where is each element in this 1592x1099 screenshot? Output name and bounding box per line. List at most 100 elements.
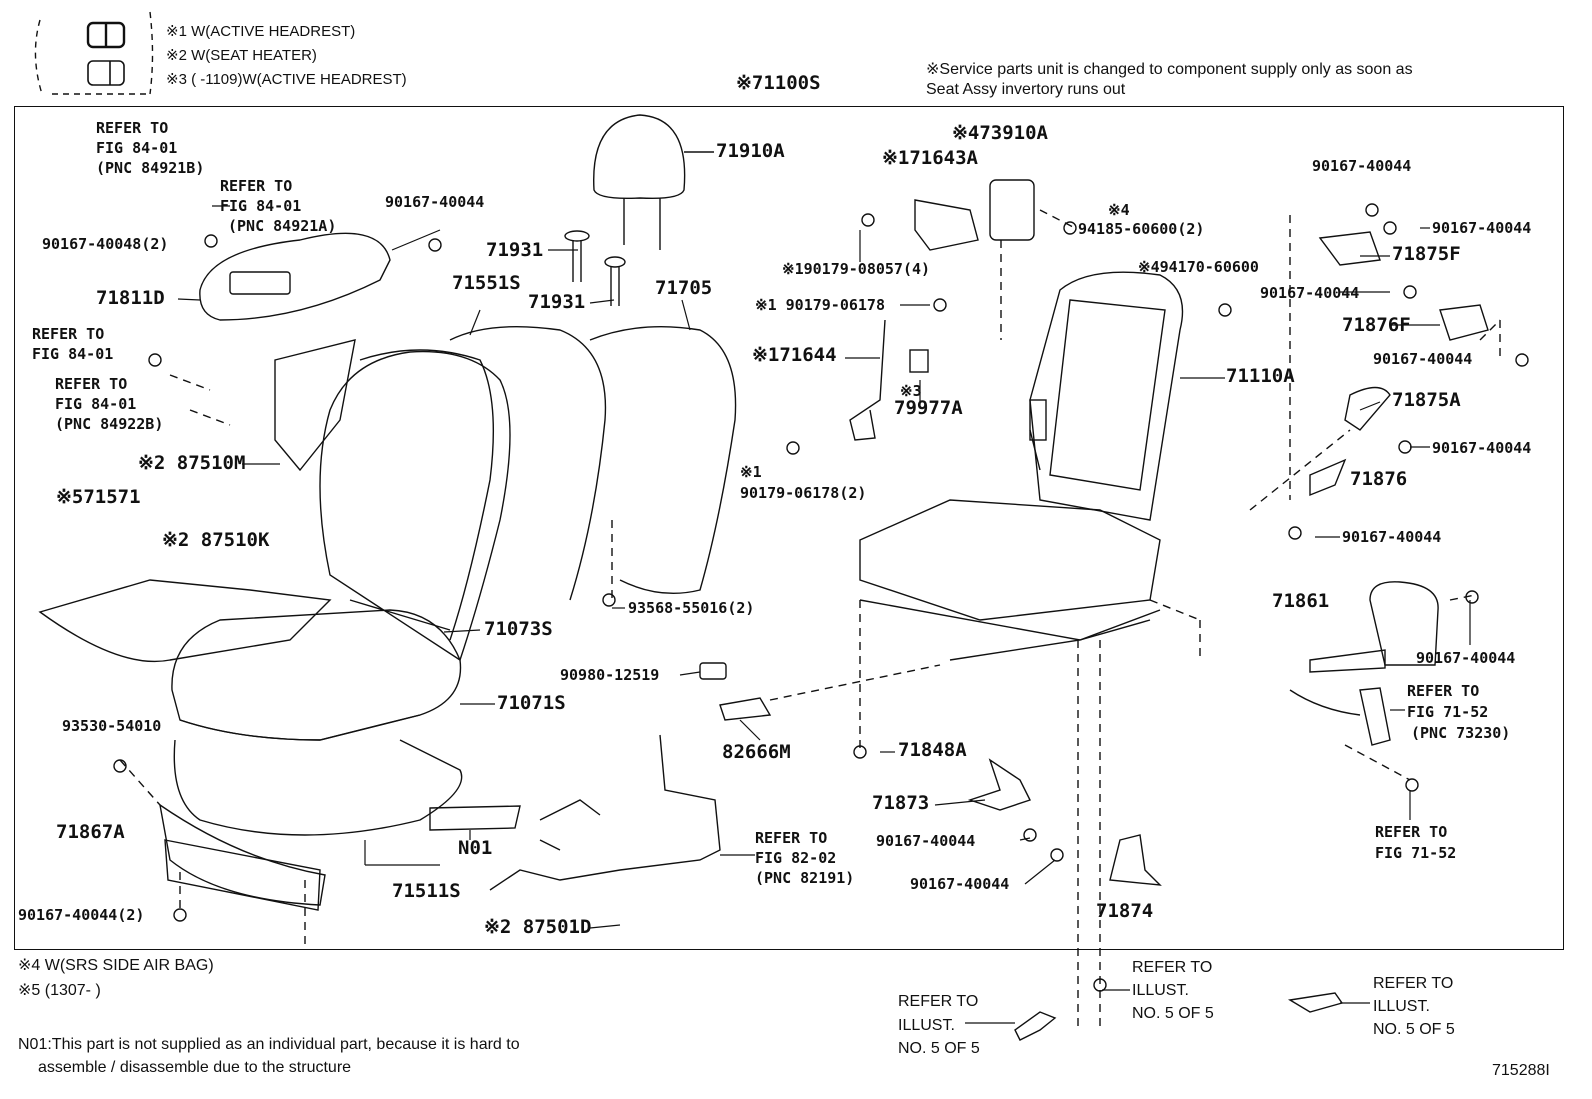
harness-shape [489, 734, 721, 891]
part-93530-54010: 93530-54010 [62, 717, 162, 735]
service-note-line-2: Seat Assy invertory runs out [926, 81, 1126, 98]
footer-note-4: ※4 W(SRS SIDE AIR BAG) [18, 957, 214, 974]
part-71873: 71873 [872, 792, 930, 814]
heater-pan-shape [38, 579, 332, 663]
ref-73230-l2: FIG 71-52 [1407, 703, 1489, 721]
part-71644: ※171644 [752, 344, 837, 366]
ref-84922b-l3: (PNC 84922B) [55, 415, 164, 433]
footer-part-shape-b [1287, 992, 1344, 1013]
part-79977a-l2: 79977A [894, 397, 963, 419]
part-71848a: 71848A [898, 739, 967, 761]
ref-84921a-l2: FIG 84-01 [220, 197, 302, 215]
part-90167-40044-f: 90167-40044 [1432, 219, 1532, 237]
part-87510m: ※2 87510M [138, 452, 246, 474]
part-71811d: 71811D [96, 287, 165, 309]
part-71110a: 71110A [1226, 365, 1295, 387]
ref-illust-b-l2: ILLUST. [1132, 982, 1189, 999]
legend-line-3: ※3 ( -1109)W(ACTIVE HEADREST) [166, 71, 407, 88]
part-90167-40044-j: 90167-40044 [1342, 528, 1442, 546]
part-71875a: 71875A [1392, 389, 1461, 411]
figure-id: 715288I [1492, 1062, 1550, 1079]
part-94185-l2: 94185-60600(2) [1078, 220, 1205, 238]
part-82666m: 82666M [722, 741, 791, 763]
ref-illust-c-l3: NO. 5 OF 5 [1373, 1021, 1455, 1038]
ref-73230-l3: (PNC 73230) [1411, 724, 1511, 742]
ref-84921b-l2: FIG 84-01 [96, 139, 178, 157]
part-90167-40044-i: 90167-40044 [1432, 439, 1532, 457]
part-71875f: 71875F [1392, 243, 1461, 265]
diagram-frame [14, 106, 1564, 950]
ref-84921a-l3: (PNC 84921A) [228, 217, 337, 235]
service-note-line-1: ※Service parts unit is changed to compon… [926, 61, 1413, 78]
part-93568-55016: 93568-55016(2) [628, 599, 755, 617]
ref-84922b-l2: FIG 84-01 [55, 395, 137, 413]
seat-frame-shape [859, 271, 1184, 661]
ref-illust-c-l2: ILLUST. [1373, 998, 1430, 1015]
part-71551s: 71551S [452, 272, 521, 294]
part-71073s: 71073S [484, 618, 553, 640]
part-71867a: 71867A [56, 821, 125, 843]
cushion-shapes [159, 609, 521, 906]
ref-fig84-a-l1: REFER TO [32, 325, 105, 343]
ref-illust-b-l1: REFER TO [1132, 959, 1213, 976]
hinge-cover-shape [1369, 581, 1439, 666]
seatback-shapes [319, 325, 737, 662]
ref-84921b-l1: REFER TO [96, 119, 169, 137]
part-71876f: 71876F [1342, 314, 1411, 336]
ref-illust-b-l3: NO. 5 OF 5 [1132, 1005, 1214, 1022]
heater-switch-icon [87, 60, 125, 86]
footer-n01-line-2: assemble / disassemble due to the struct… [38, 1059, 352, 1076]
ref-82191-l1: REFER TO [755, 829, 828, 847]
ref-73230-l1: REFER TO [1407, 682, 1480, 700]
ref-82191-l2: FIG 82-02 [755, 849, 837, 867]
buckle-shape [1359, 687, 1391, 746]
part-71931-upper: 71931 [486, 239, 544, 261]
ref-illust-a-l3: NO. 5 OF 5 [898, 1040, 980, 1057]
part-90167-40044-e: 90167-40044 [1312, 157, 1412, 175]
part-90179-08057: ※190179-08057(4) [782, 260, 931, 278]
part-90167-40044-g: 90167-40044 [1260, 284, 1360, 302]
part-90167-40048: 90167-40048(2) [42, 235, 169, 253]
fastener-shapes [113, 203, 1529, 992]
ref-84921b-l3: (PNC 84921B) [96, 159, 205, 177]
part-90167-40044-2: 90167-40044(2) [18, 906, 145, 924]
ref-84922b-l1: REFER TO [55, 375, 128, 393]
ref-82191-l3: (PNC 82191) [755, 869, 855, 887]
footer-n01-line-1: N01:This part is not supplied as an indi… [18, 1036, 520, 1053]
assembly-label: ※71100S [736, 72, 821, 94]
headrest-switch-icon [86, 21, 126, 49]
part-94170-60600: ※494170-60600 [1138, 258, 1259, 276]
part-90167-40044-c: 90167-40044 [876, 832, 976, 850]
part-71705: 71705 [655, 277, 713, 299]
airbag-shape [989, 179, 1035, 241]
part-71861: 71861 [1272, 590, 1330, 612]
part-71876: 71876 [1350, 468, 1408, 490]
part-87501d: ※2 87501D [484, 916, 592, 938]
part-90167-40044-k: 90167-40044 [1416, 649, 1516, 667]
headrest-guide-shapes [564, 230, 626, 306]
ref-illust-a-l1: REFER TO [898, 993, 979, 1010]
part-71643a: ※171643A [882, 147, 978, 169]
part-90179-06178-b-l2: 90179-06178(2) [740, 484, 867, 502]
ref-84921a-l1: REFER TO [220, 177, 293, 195]
side-cover-shape [199, 232, 391, 321]
part-87510k: ※2 87510K [162, 529, 270, 551]
part-71910a: 71910A [716, 140, 785, 162]
ref-illust-c-l1: REFER TO [1373, 975, 1454, 992]
part-90167-40044-d: 90167-40044 [910, 875, 1010, 893]
legend-line-2: ※2 W(SEAT HEATER) [166, 47, 317, 64]
part-90167-40044-h: 90167-40044 [1373, 350, 1473, 368]
part-71874: 71874 [1096, 900, 1154, 922]
headrest-shape [593, 114, 714, 250]
legend-bracket [34, 11, 154, 95]
part-71071s: 71071S [497, 692, 566, 714]
legend-line-1: ※1 W(ACTIVE HEADREST) [166, 23, 356, 40]
part-90179-06178-a: ※1 90179-06178 [755, 296, 885, 314]
motor-shape [914, 199, 979, 251]
part-71511s: 71511S [392, 880, 461, 902]
ref-illust-a-l2: ILLUST. [898, 1017, 955, 1034]
footer-part-shape-a [1014, 1011, 1057, 1041]
part-n01: N01 [458, 837, 493, 859]
part-73910a: ※473910A [952, 122, 1048, 144]
